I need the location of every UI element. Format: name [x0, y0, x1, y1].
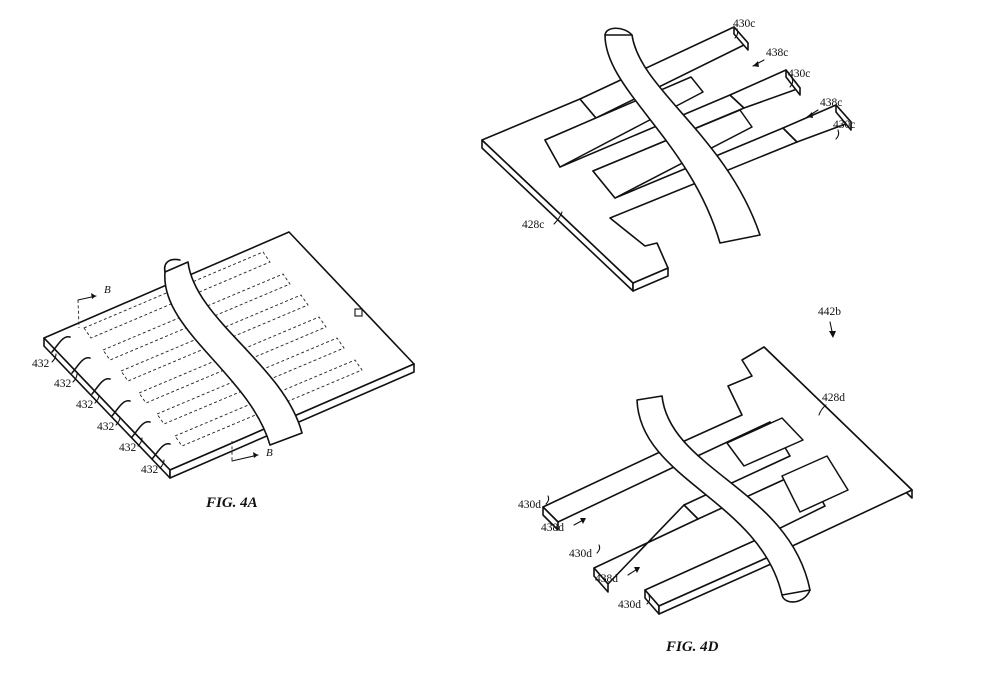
label-438d-1: 438d: [541, 522, 564, 534]
section-line-b: B B: [77, 284, 273, 462]
label-438d-2: 438d: [595, 573, 618, 585]
caption-fig-4d: FIG. 4D: [665, 639, 719, 655]
cable-4c: [604, 27, 761, 244]
square-marker: [354, 308, 363, 317]
label-442b: 442b: [818, 306, 841, 318]
fig-4d-comb: 442b 428d 430d 438d 430d 438d: [518, 306, 913, 655]
label-430c-3: 430c: [833, 119, 855, 131]
label-430c-1: 430c: [733, 18, 755, 30]
section-label-b-top: B: [104, 284, 111, 296]
fig-4a-plate: B B 432 432 432 432 432 432 FIG. 4A: [32, 231, 415, 511]
label-430d-2: 430d: [569, 548, 592, 560]
label-430d-3: 430d: [618, 599, 641, 611]
caption-fig-4a: FIG. 4A: [205, 495, 258, 511]
dashed-strip-outlines: [83, 251, 363, 447]
label-430c-2: 430c: [788, 68, 810, 80]
ridge-labels: 432 432 432 432 432 432: [32, 353, 165, 476]
label-428d: 428d: [822, 392, 845, 404]
label-432-5: 432: [119, 442, 137, 454]
label-432-1: 432: [32, 358, 50, 370]
label-432-2: 432: [54, 378, 72, 390]
cable-4d: [636, 395, 811, 603]
label-430d-1: 430d: [518, 499, 541, 511]
section-label-b-bottom: B: [266, 447, 273, 459]
label-432-4: 432: [97, 421, 115, 433]
cable-4a: [163, 258, 303, 446]
fig-4c-comb: 430c 438c 430c 438c 430c 428c: [481, 18, 855, 292]
label-438c-1: 438c: [766, 47, 788, 59]
label-432-6: 432: [141, 464, 159, 476]
label-428c: 428c: [522, 219, 544, 231]
label-432-3: 432: [76, 399, 94, 411]
label-438c-2: 438c: [820, 97, 842, 109]
ridges-432: [51, 335, 171, 460]
